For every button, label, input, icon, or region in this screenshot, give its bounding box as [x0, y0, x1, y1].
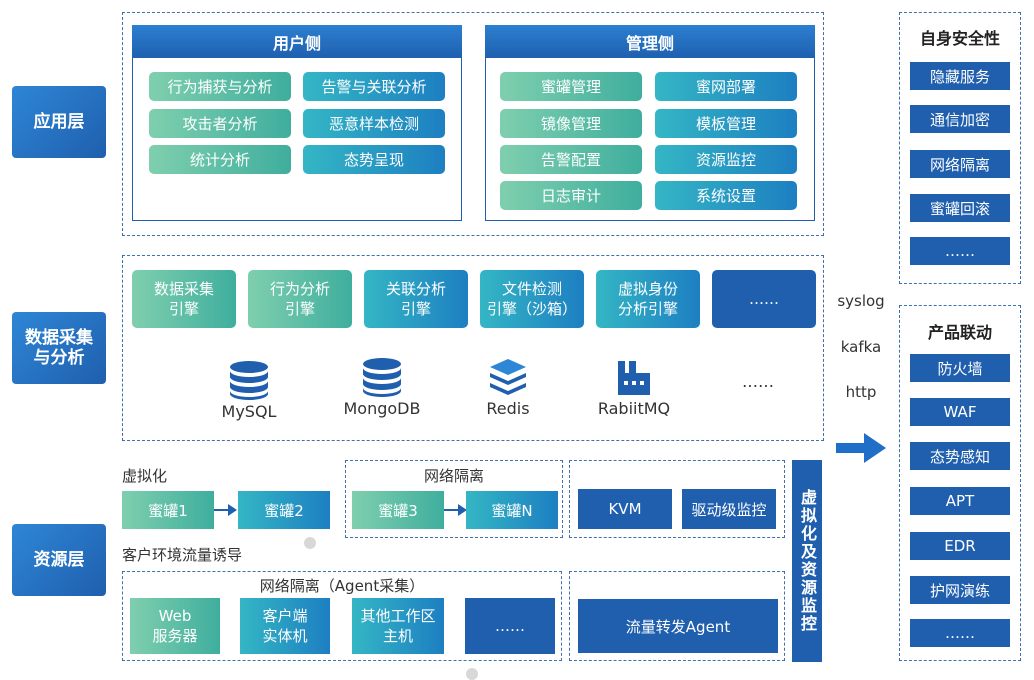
- agent-frame: [122, 571, 562, 661]
- user-item: 统计分析: [149, 145, 291, 174]
- self-security-item: 蜜罐回滚: [910, 194, 1010, 222]
- store-rabbitmq: RabiitMQ: [582, 355, 686, 429]
- engine-box: 关联分析 引擎: [364, 270, 468, 328]
- engine-box: 虚拟身份 分析引擎: [596, 270, 700, 328]
- agent-label: 网络隔离（Agent采集）: [259, 576, 425, 595]
- rabbitmq-icon: [618, 361, 650, 395]
- engine-box: 文件检测 引擎（沙箱）: [480, 270, 584, 328]
- protocol-kafka: kafka: [840, 338, 882, 356]
- product-linkage-title: 产品联动: [927, 323, 992, 342]
- kvm-box: KVM: [578, 489, 672, 529]
- linkage-item: 防火墙: [910, 354, 1010, 382]
- database-icon: [230, 361, 268, 400]
- honeypot-1: 蜜罐1: [122, 491, 214, 529]
- engine-box: 行为分析 引擎: [248, 270, 352, 328]
- self-security-item: ……: [910, 237, 1010, 265]
- linkage-item: ……: [910, 619, 1010, 647]
- application-layer-frame: [122, 12, 824, 236]
- user-item: 恶意样本检测: [303, 109, 445, 138]
- connector-arrow: [444, 509, 460, 511]
- self-security-item: 网络隔离: [910, 150, 1010, 178]
- user-side-title: 用户侧: [132, 25, 462, 58]
- layer-data-label: 数据采集 与分析: [25, 328, 93, 368]
- admin-item: 蜜网部署: [655, 72, 797, 101]
- store-redis: Redis: [468, 355, 548, 429]
- agent-host: ……: [465, 598, 555, 654]
- store-label: Redis: [486, 399, 530, 418]
- user-item: 告警与关联分析: [303, 72, 445, 101]
- forward-agent-box: 流量转发Agent: [578, 599, 778, 653]
- self-security-item: 隐藏服务: [910, 62, 1010, 90]
- self-security-frame: [899, 12, 1021, 284]
- admin-item: 系统设置: [655, 181, 797, 210]
- admin-item: 日志审计: [500, 181, 642, 210]
- linkage-item: WAF: [910, 398, 1010, 426]
- store-more: ……: [742, 372, 774, 391]
- isolation-label: 网络隔离: [423, 466, 484, 485]
- virtualization-monitor-bar: 虚拟化及资源监控: [792, 460, 822, 662]
- node-dot: [466, 668, 478, 680]
- engine-box: 数据采集 引擎: [132, 270, 236, 328]
- product-linkage-frame: [899, 305, 1021, 661]
- self-security-title: 自身安全性: [919, 29, 1000, 48]
- node-dot: [304, 537, 316, 549]
- virtualization-label: 虚拟化: [122, 466, 168, 485]
- agent-host: 客户端 实体机: [240, 598, 330, 654]
- engine-box: ……: [712, 270, 816, 328]
- linkage-item: 护网演练: [910, 576, 1010, 604]
- isolation-frame: [345, 460, 563, 538]
- data-layer-frame: [122, 255, 824, 441]
- layer-resource-label: 资源层: [33, 550, 85, 570]
- layer-application-label: 应用层: [33, 112, 85, 132]
- forward-agent-frame: [569, 571, 785, 661]
- layer-data-analysis: 数据采集 与分析: [12, 312, 106, 384]
- connector-arrow: [214, 509, 230, 511]
- layer-application: 应用层: [12, 86, 106, 158]
- honeypot-3: 蜜罐3: [352, 491, 444, 529]
- user-item: 攻击者分析: [149, 109, 291, 138]
- arrow-head-icon: [228, 504, 237, 516]
- layer-resource: 资源层: [12, 524, 106, 596]
- protocol-http: http: [845, 383, 877, 401]
- store-label: MySQL: [221, 402, 277, 421]
- admin-item: 蜜罐管理: [500, 72, 642, 101]
- honeypot-2: 蜜罐2: [238, 491, 330, 529]
- agent-host: Web 服务器: [130, 598, 220, 654]
- store-mongodb: MongoDB: [332, 355, 432, 429]
- linkage-item: APT: [910, 487, 1010, 515]
- admin-item: 镜像管理: [500, 109, 642, 138]
- store-label: MongoDB: [343, 399, 421, 418]
- kvm-frame: [569, 460, 785, 538]
- agent-host: 其他工作区 主机: [352, 598, 444, 654]
- honeypot-n: 蜜罐N: [466, 491, 558, 529]
- traffic-label: 客户环境流量诱导: [122, 545, 243, 564]
- arrow-head-icon: [458, 504, 467, 516]
- linkage-item: 态势感知: [910, 442, 1010, 470]
- store-label: RabiitMQ: [597, 399, 671, 418]
- layers-stack-icon: [490, 359, 526, 395]
- protocol-syslog: syslog: [837, 292, 885, 310]
- admin-item: 告警配置: [500, 145, 642, 174]
- arrow-right-icon: [836, 433, 886, 463]
- database-icon: [363, 358, 401, 397]
- admin-item: 模板管理: [655, 109, 797, 138]
- user-item: 态势呈现: [303, 145, 445, 174]
- driver-monitor-box: 驱动级监控: [682, 489, 776, 529]
- self-security-item: 通信加密: [910, 105, 1010, 133]
- admin-item: 资源监控: [655, 145, 797, 174]
- store-mysql: MySQL: [204, 358, 294, 432]
- linkage-item: EDR: [910, 532, 1010, 560]
- admin-side-title: 管理侧: [485, 25, 815, 58]
- user-item: 行为捕获与分析: [149, 72, 291, 101]
